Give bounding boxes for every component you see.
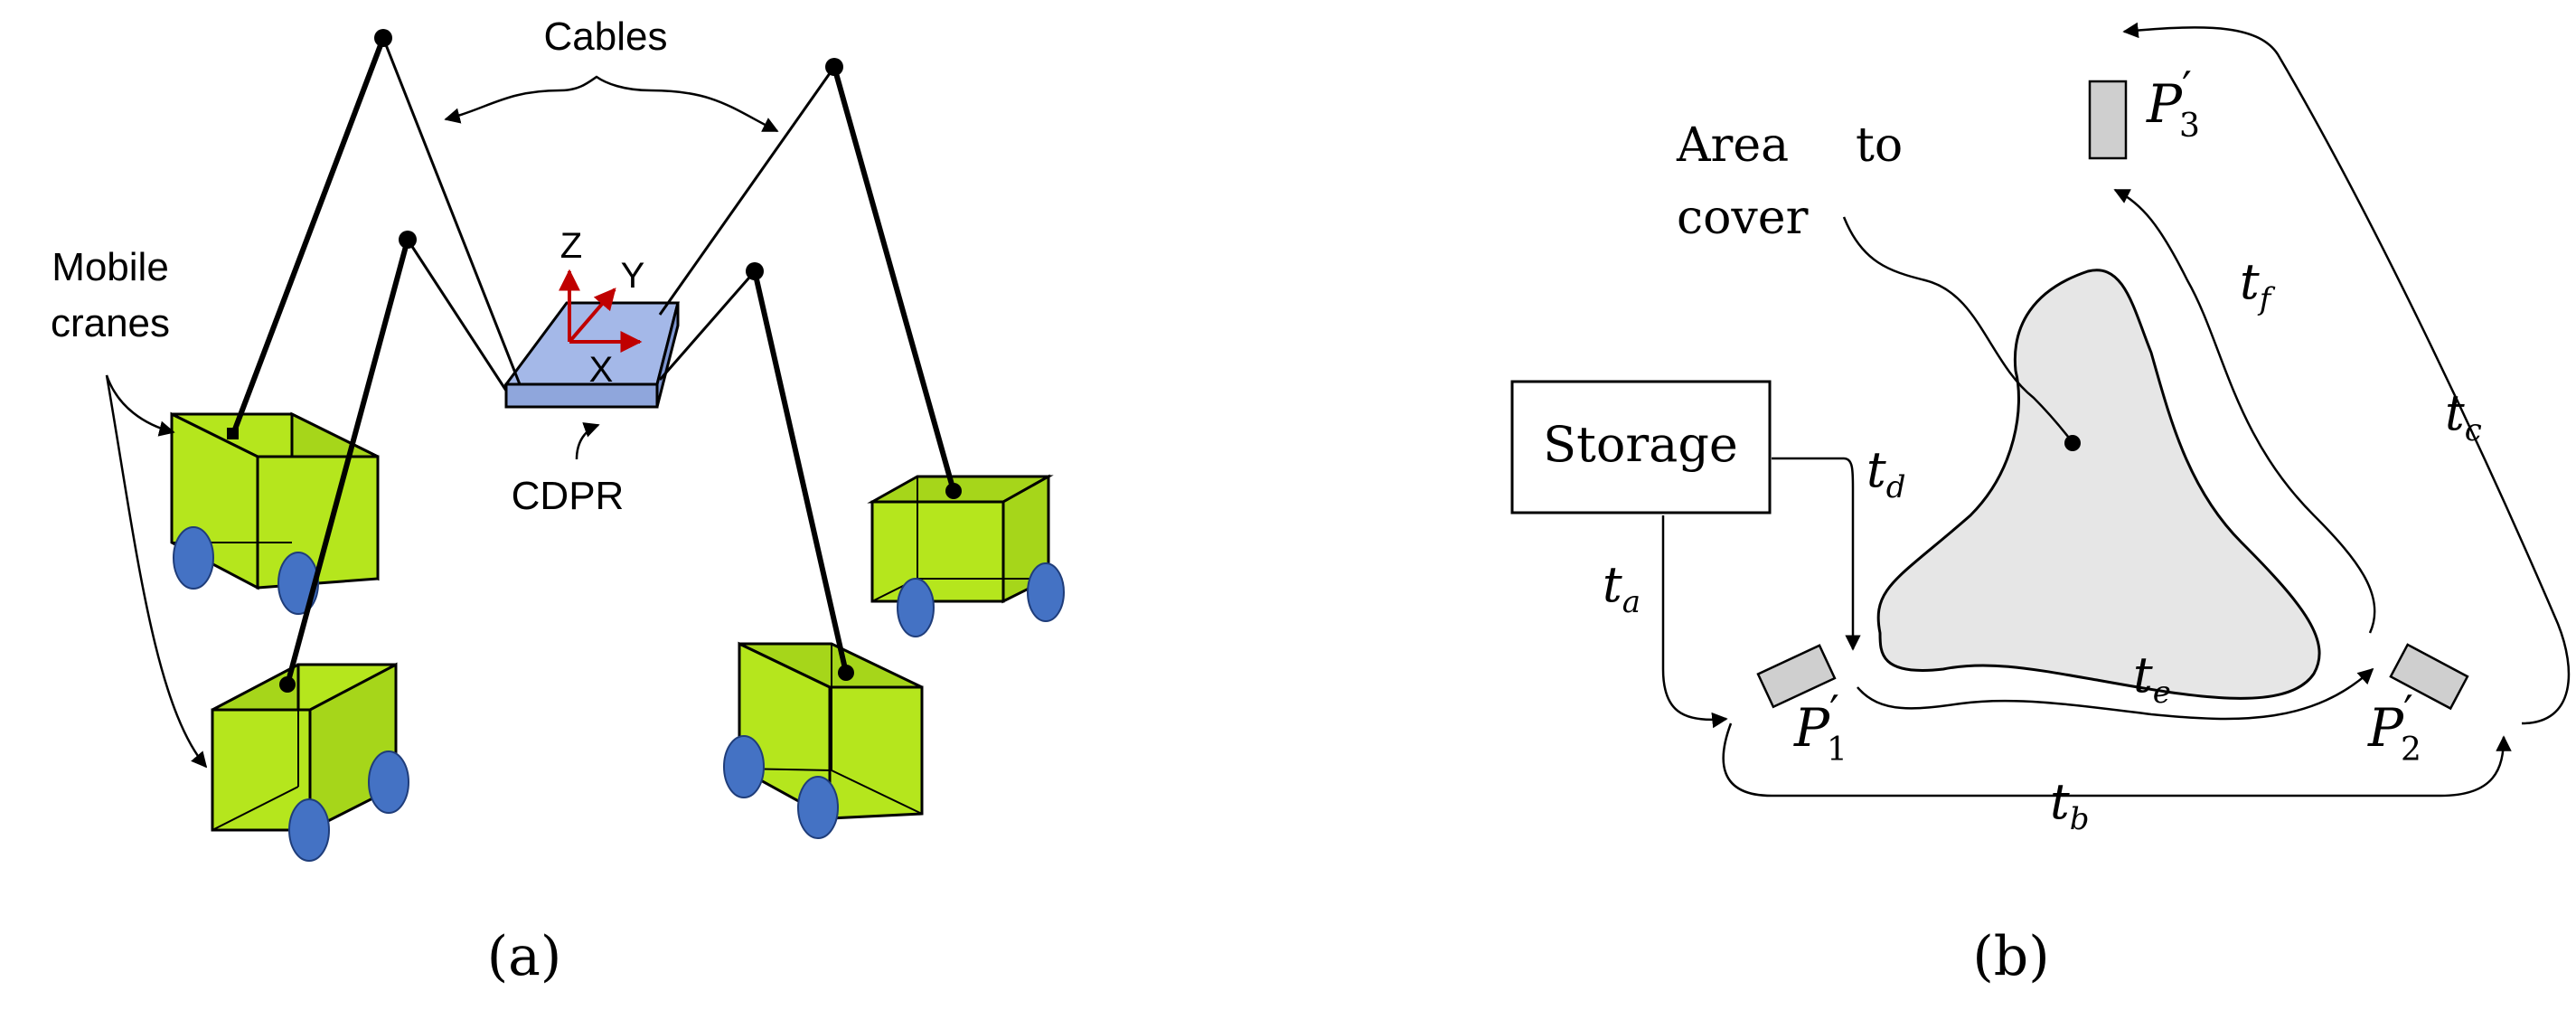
- label-te: te: [2133, 647, 2171, 711]
- position-p3: [2088, 80, 2128, 160]
- path-tc: [2122, 22, 2571, 725]
- wheel: [288, 798, 330, 862]
- panel-a: Cables Mobile cranes Z Y X CDPR (a): [51, 14, 1065, 988]
- label-tb: tb: [2050, 773, 2089, 837]
- wheel: [1027, 562, 1065, 622]
- label-p1: P′1: [1793, 686, 1847, 769]
- label-ta: ta: [1603, 556, 1641, 620]
- label-cables: Cables: [544, 14, 668, 59]
- label-tc: tc: [2445, 384, 2482, 448]
- axis-label-y: Y: [621, 256, 645, 296]
- path-tf: [2113, 188, 2376, 634]
- label-cranes: cranes: [51, 301, 170, 345]
- label-cdpr: CDPR: [512, 474, 625, 518]
- label-cover: cover: [1677, 191, 1809, 245]
- label-area: Area: [1676, 118, 1789, 173]
- label-p3: P′3: [2146, 62, 2200, 145]
- position-p1: [1756, 644, 1837, 709]
- caption-b: (b): [1972, 925, 2049, 988]
- area-pointer: [1842, 216, 2073, 442]
- cables-brace: [444, 75, 779, 133]
- wheel: [797, 776, 839, 839]
- label-storage: Storage: [1543, 416, 1738, 473]
- wheel: [368, 750, 409, 814]
- path-ta: [1661, 515, 1728, 729]
- label-tf: tf: [2240, 253, 2276, 317]
- storage-box: [1510, 380, 1772, 514]
- axis-label-x: X: [589, 350, 614, 390]
- caption-a: (a): [487, 925, 562, 988]
- mobile-crane-right-top: [867, 474, 1065, 637]
- position-p2: [2389, 643, 2469, 711]
- label-p2: P′2: [2367, 686, 2421, 769]
- path-td: [1772, 457, 1861, 651]
- mobile-crane-right-bottom: [723, 641, 924, 839]
- cables: [381, 37, 836, 392]
- label-mobile: Mobile: [52, 245, 169, 289]
- panel-b: Area to cover Storage ta tb tc td te tf …: [1510, 22, 2571, 988]
- label-td: td: [1866, 441, 1905, 505]
- platform-axes: [559, 269, 643, 353]
- wheel: [897, 578, 935, 637]
- label-to: to: [1856, 118, 1903, 173]
- path-te: [1857, 667, 2374, 721]
- area-to-cover: [1876, 269, 2321, 700]
- mast-joints: [227, 29, 962, 693]
- mobile-crane-bottom-left: [211, 662, 409, 862]
- crane-pointer-2: [105, 374, 208, 769]
- wheel: [173, 526, 214, 590]
- axis-label-z: Z: [560, 226, 582, 266]
- crane-masts: [230, 36, 956, 685]
- wheel: [723, 735, 765, 798]
- mobile-crane-top-left: [170, 411, 380, 615]
- path-tb: [1722, 722, 2512, 798]
- area-center-point: [2064, 435, 2081, 451]
- crane-pointer-1: [105, 374, 175, 437]
- cdpr-pointer: [575, 422, 600, 460]
